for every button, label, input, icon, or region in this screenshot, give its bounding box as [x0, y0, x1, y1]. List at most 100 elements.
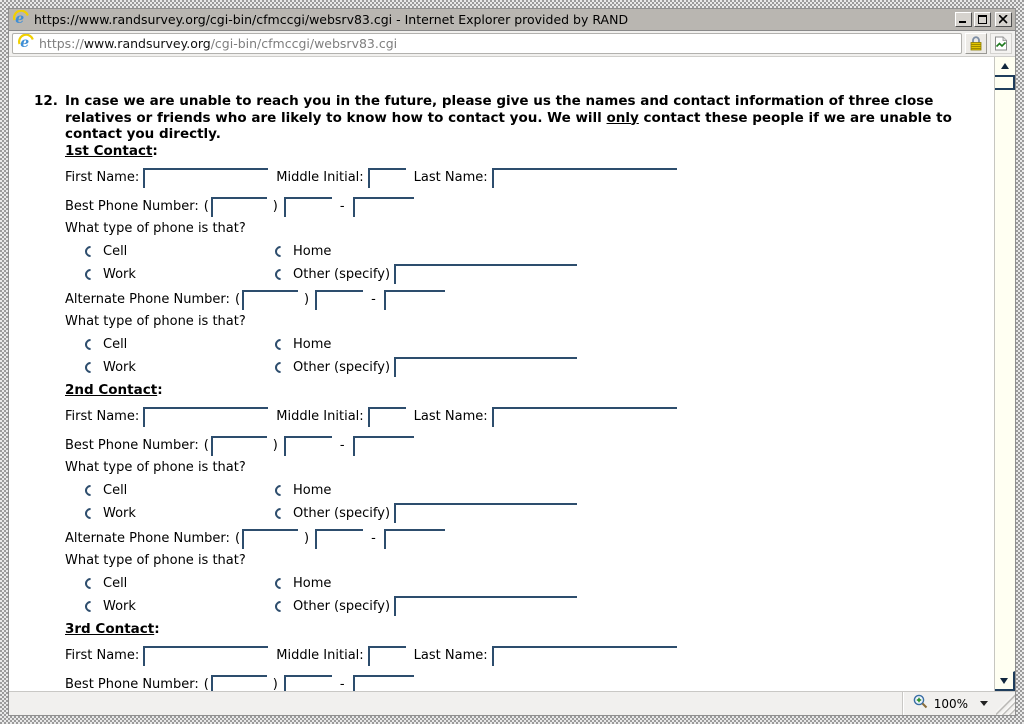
first-name-input[interactable]	[143, 167, 269, 188]
radio-alt-cell[interactable]	[82, 575, 99, 591]
radio-cell[interactable]	[82, 482, 99, 498]
radio-cell-label: Cell	[103, 336, 128, 352]
last-name-label: Last Name:	[413, 170, 488, 185]
radio-alt-home[interactable]	[272, 336, 289, 352]
first-name-input[interactable]	[143, 406, 269, 427]
best-phone-prefix-input[interactable]	[283, 674, 332, 691]
url-scheme: https://	[39, 36, 84, 51]
url-domain: www.randsurvey.org	[83, 36, 211, 51]
first-name-label: First Name:	[65, 648, 140, 663]
minimize-button[interactable]	[955, 12, 972, 27]
other-specify-input[interactable]	[394, 264, 578, 284]
content-area: 12. In case we are unable to reach you i…	[9, 57, 1015, 691]
zoom-icon	[913, 694, 928, 713]
best-phone-area-input[interactable]	[210, 435, 267, 456]
radio-cell-label: Cell	[103, 482, 128, 498]
alt-other-specify-input[interactable]	[394, 596, 578, 616]
radio-alt-work[interactable]	[82, 598, 99, 614]
alternate-phone-label: Alternate Phone Number:	[65, 292, 230, 307]
contact-section-3: 3rd Contact: First Name: Middle Initial:…	[65, 621, 988, 691]
phone-type-question: What type of phone is that?	[65, 459, 246, 475]
scroll-down-arrow-icon[interactable]	[995, 671, 1015, 691]
phone-type-question: What type of phone is that?	[65, 313, 246, 329]
scrollbar-thumb[interactable]	[995, 77, 1015, 90]
url-field[interactable]: e https://www.randsurvey.org/cgi-bin/cfm…	[12, 33, 962, 54]
radio-home[interactable]	[272, 243, 289, 259]
alt-other-specify-input[interactable]	[394, 357, 578, 377]
last-name-input[interactable]	[491, 406, 677, 427]
first-name-label: First Name:	[65, 409, 140, 424]
best-phone-line-input[interactable]	[352, 674, 414, 691]
svg-text:e: e	[15, 11, 24, 26]
alt-phone-area-input[interactable]	[242, 289, 299, 310]
zoom-level: 100%	[933, 696, 968, 711]
alt-phone-area-input[interactable]	[242, 528, 299, 549]
radio-alt-cell[interactable]	[82, 336, 99, 352]
radio-home-label: Home	[293, 336, 332, 352]
first-name-label: First Name:	[65, 170, 140, 185]
best-phone-area-input[interactable]	[210, 196, 267, 217]
radio-work[interactable]	[82, 266, 99, 282]
best-phone-prefix-input[interactable]	[283, 196, 332, 217]
alt-phone-line-input[interactable]	[383, 528, 445, 549]
radio-home-label: Home	[293, 243, 332, 259]
radio-home[interactable]	[272, 482, 289, 498]
radio-cell-label: Cell	[103, 575, 128, 591]
first-name-input[interactable]	[143, 645, 269, 666]
last-name-input[interactable]	[491, 167, 677, 188]
radio-other-label: Other (specify)	[293, 505, 391, 521]
middle-initial-label: Middle Initial:	[276, 409, 364, 424]
radio-other-label: Other (specify)	[293, 359, 391, 375]
alt-phone-line-input[interactable]	[383, 289, 445, 310]
best-phone-label: Best Phone Number:	[65, 677, 199, 691]
radio-other[interactable]	[272, 505, 289, 521]
radio-work-label: Work	[103, 359, 136, 375]
best-phone-line-input[interactable]	[352, 196, 414, 217]
window-title: https://www.randsurvey.org/cgi-bin/cfmcc…	[34, 12, 629, 27]
middle-initial-input[interactable]	[367, 406, 406, 427]
middle-initial-input[interactable]	[367, 167, 406, 188]
resize-grip[interactable]	[996, 692, 1015, 715]
phone-type-question: What type of phone is that?	[65, 552, 246, 568]
question-12: 12. In case we are unable to reach you i…	[34, 93, 988, 143]
radio-cell[interactable]	[82, 243, 99, 259]
ie-icon: e	[18, 34, 34, 53]
middle-initial-input[interactable]	[367, 645, 406, 666]
alt-phone-prefix-input[interactable]	[315, 289, 364, 310]
best-phone-area-input[interactable]	[210, 674, 267, 691]
radio-alt-home[interactable]	[272, 575, 289, 591]
radio-home-label: Home	[293, 482, 332, 498]
compatibility-view-icon[interactable]	[990, 33, 1012, 54]
contact-heading: 1st Contact:	[65, 142, 158, 159]
address-bar: e https://www.randsurvey.org/cgi-bin/cfm…	[9, 31, 1015, 57]
close-button[interactable]	[995, 12, 1012, 27]
radio-cell-label: Cell	[103, 243, 128, 259]
last-name-input[interactable]	[491, 645, 677, 666]
zoom-control[interactable]: 100%	[901, 692, 996, 715]
best-phone-prefix-input[interactable]	[283, 435, 332, 456]
radio-alt-other[interactable]	[272, 598, 289, 614]
svg-text:e: e	[20, 35, 29, 50]
scroll-up-arrow-icon[interactable]	[995, 57, 1015, 77]
question-text: In case we are unable to reach you in th…	[65, 93, 952, 142]
other-specify-input[interactable]	[394, 503, 578, 523]
radio-alt-work[interactable]	[82, 359, 99, 375]
contact-section-1: 1st Contact: First Name: Middle Initial:…	[65, 143, 988, 379]
radio-work-label: Work	[103, 266, 136, 282]
ie-icon: e	[13, 9, 29, 30]
vertical-scrollbar[interactable]	[994, 57, 1015, 691]
browser-window: e https://www.randsurvey.org/cgi-bin/cfm…	[8, 8, 1016, 716]
phone-type-question: What type of phone is that?	[65, 220, 246, 236]
scrollbar-track[interactable]	[995, 90, 1015, 671]
alternate-phone-label: Alternate Phone Number:	[65, 531, 230, 546]
title-bar: e https://www.randsurvey.org/cgi-bin/cfm…	[9, 9, 1015, 31]
security-lock-icon[interactable]	[965, 33, 987, 54]
last-name-label: Last Name:	[413, 648, 488, 663]
radio-work[interactable]	[82, 505, 99, 521]
contacts-form: 1st Contact: First Name: Middle Initial:…	[65, 143, 988, 691]
maximize-button[interactable]	[974, 12, 991, 27]
best-phone-line-input[interactable]	[352, 435, 414, 456]
radio-other[interactable]	[272, 266, 289, 282]
radio-alt-other[interactable]	[272, 359, 289, 375]
alt-phone-prefix-input[interactable]	[315, 528, 364, 549]
